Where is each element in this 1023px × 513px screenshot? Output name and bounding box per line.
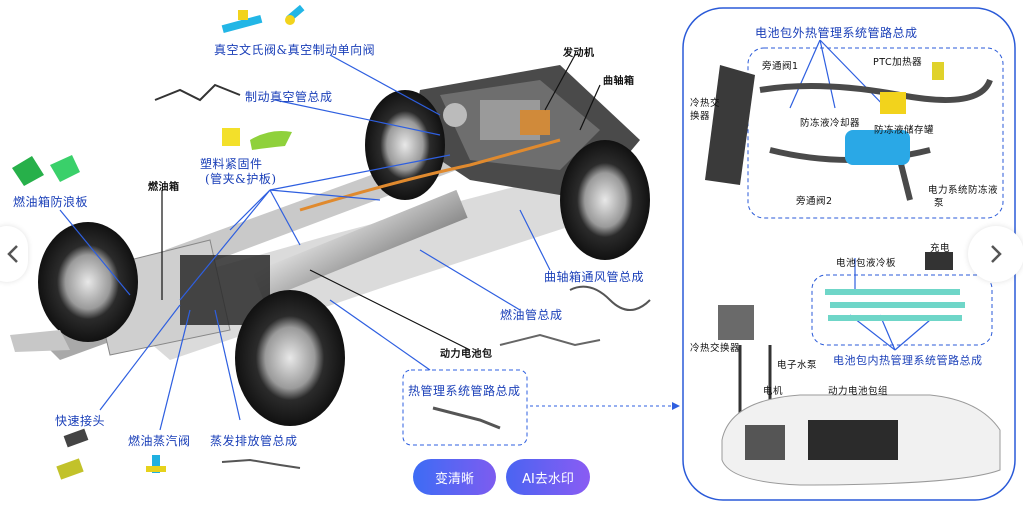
thermal-pipe-part (432, 406, 501, 430)
fuel-pipe-label: 燃油管总成 (500, 308, 563, 322)
evap-pipe-label: 蒸发排放管总成 (210, 434, 298, 448)
enhance-button[interactable]: 变清晰 (413, 459, 496, 495)
plastic-fastener-label: 塑料紧固件 (200, 157, 263, 171)
fuel-tank-baffle-label: 燃油箱防浪板 (13, 195, 89, 209)
power-battery-label: 动力电池包 (440, 349, 493, 360)
prev-image-button[interactable] (0, 226, 28, 282)
antifreeze-cooler-label: 防冻液冷却器 (800, 118, 861, 129)
fuel-tank-label: 燃油箱 (148, 182, 180, 193)
wheel-rear-left (38, 222, 138, 342)
evap-pipe-part (221, 458, 301, 469)
quick-connector-parts (56, 428, 89, 480)
crankshaft-box-label: 曲轴箱 (603, 76, 635, 87)
bypass-valve-1-label: 旁通阀1 (762, 61, 799, 72)
wheel-rear-right (235, 290, 345, 426)
leader-lines (59, 39, 931, 431)
remove-watermark-button[interactable]: AI去水印 (506, 459, 590, 495)
thermal-callout-box (402, 369, 528, 446)
exhaust-pipe (10, 330, 70, 352)
baffle-parts (12, 155, 80, 186)
fuel-vapor-valve-label: 燃油蒸汽阀 (128, 434, 191, 448)
wheel-front-right (560, 140, 650, 260)
plastic-fastener-sub-label: (管夹&护板) (205, 172, 277, 186)
fuel-line (299, 138, 561, 212)
bypass-valve-2-label: 旁通阀2 (796, 196, 833, 207)
inner-system-title: 电池包内热管理系统管路总成 (833, 354, 983, 367)
inner-system-box (811, 274, 993, 346)
chevron-left-icon (7, 245, 18, 263)
crankcase-vent-part (569, 285, 651, 311)
antifreeze-tank-shape (845, 130, 910, 165)
outer-system-title: 电池包外热管理系统管路总成 (755, 26, 918, 40)
ptc-heater-shape (880, 92, 906, 114)
fuel-pipe-part (499, 333, 601, 347)
motor-label: 电机 (763, 386, 784, 397)
wheel-front-left (365, 90, 445, 200)
quick-connector-label: 快速接头 (55, 414, 106, 428)
black-leader-lines (161, 54, 601, 351)
vacuum-valve-label: 真空文氏阀&真空制动单向阀 (214, 43, 376, 57)
heat-exchanger-label: 冷热交换器 (690, 343, 741, 354)
outer-pipes (705, 62, 993, 201)
power-pump-label: 电力系统防冻液 (928, 185, 999, 196)
battery-pack-label: 动力电池包组 (828, 386, 889, 397)
cooling-exchanger-label: 冷热交 (690, 98, 721, 109)
ptc-heater-label: PTC加热器 (873, 57, 923, 68)
e-pump-label: 电子水泵 (777, 360, 818, 371)
brake-tube-part (154, 83, 241, 102)
plastic-fastener-parts (222, 128, 292, 150)
brake-vacuum-tube-label: 制动真空管总成 (245, 90, 333, 104)
power-pump-label-2: 泵 (934, 198, 945, 209)
battery-cold-plate-label: 电池包液冷板 (836, 258, 897, 269)
cooling-exchanger-label-2: 换器 (690, 111, 711, 122)
crankcase-vent-label: 曲轴箱通风管总成 (544, 270, 645, 284)
next-image-button[interactable] (968, 226, 1023, 282)
chevron-right-icon (991, 245, 1002, 263)
charger-label: 充电 (930, 243, 951, 254)
fuel-vapor-valve-part (146, 455, 166, 473)
engine-label: 发动机 (563, 48, 595, 59)
antifreeze-tank-label: 防冻液储存罐 (874, 125, 935, 136)
thermal-pipe-label: 热管理系统管路总成 (408, 384, 521, 398)
car-outline-bottom (721, 394, 1001, 486)
outer-system-box (747, 47, 1004, 219)
callout-arrow-head (672, 402, 680, 410)
vacuum-valve-parts (221, 4, 305, 34)
